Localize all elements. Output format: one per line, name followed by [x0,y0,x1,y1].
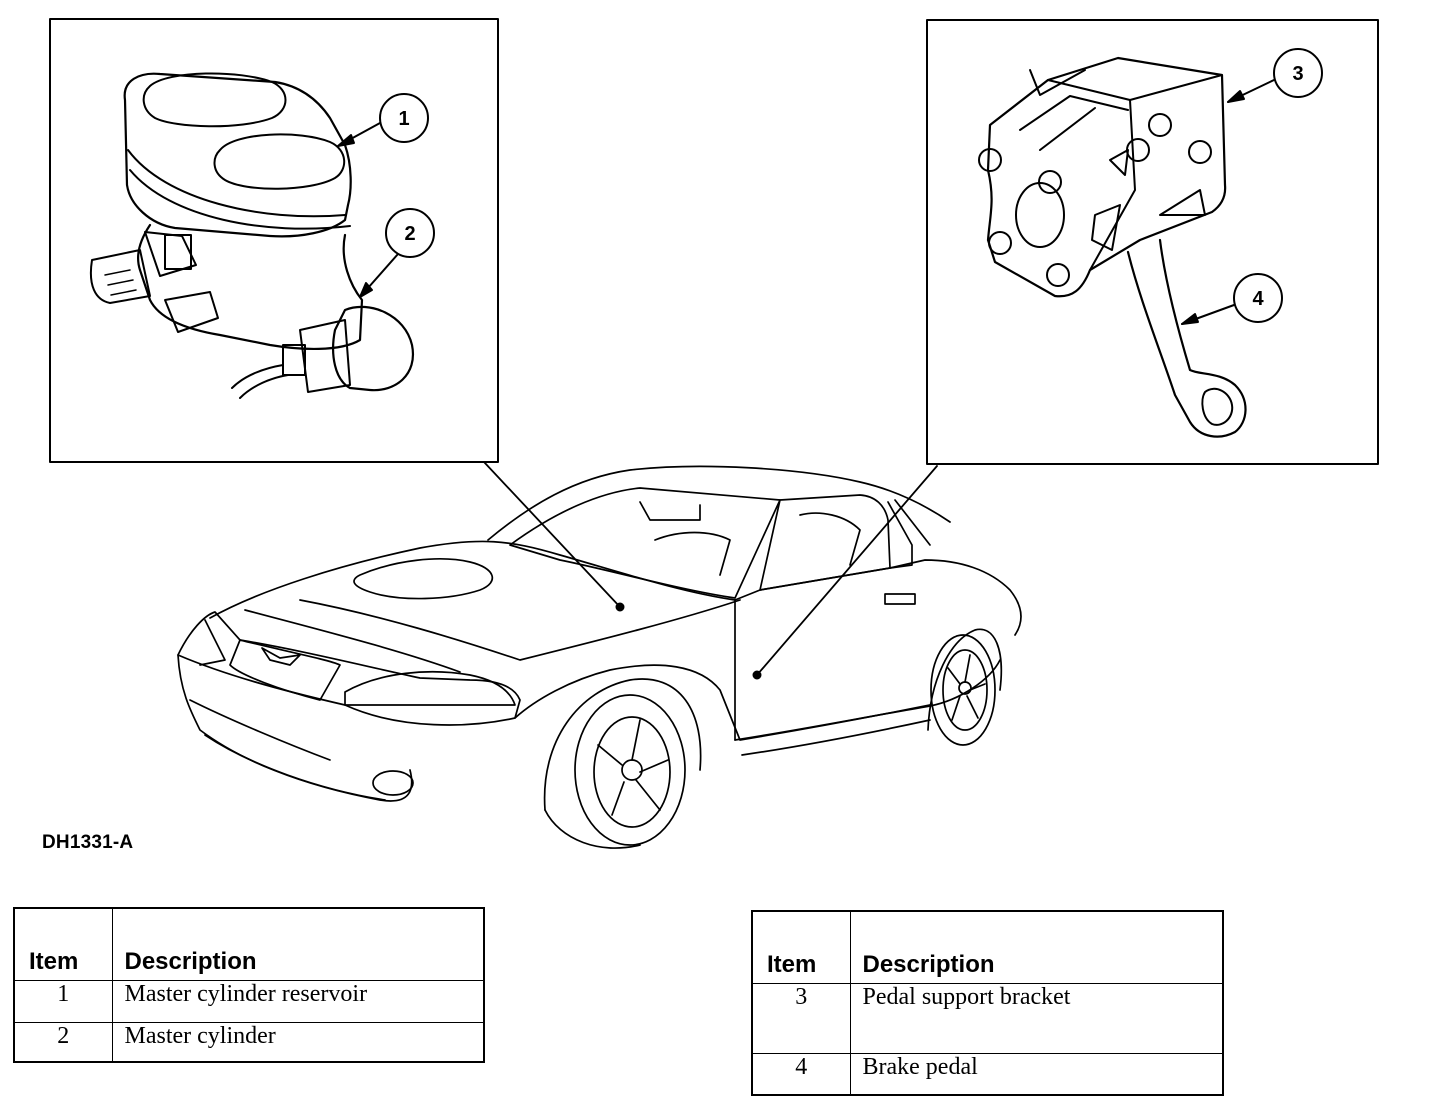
item-description: Pedal support bracket [849,982,1224,1054]
detail-box-pedal [926,19,1379,465]
figure-code: DH1331-A [42,832,134,853]
detail-box-master-cylinder [49,18,499,463]
legend-table-right: Item Description 3 Pedal support bracket… [751,910,1224,1096]
table-row: 1 Master cylinder reservoir [13,979,485,1023]
table-row: 3 Pedal support bracket [751,982,1224,1054]
table-row: 4 Brake pedal [751,1052,1224,1096]
header-description: Description [111,907,485,981]
item-description: Brake pedal [849,1052,1224,1096]
legend-table-left: Item Description 1 Master cylinder reser… [13,907,485,1063]
item-number: 4 [751,1052,851,1096]
item-number: 2 [13,1021,113,1063]
item-description: Master cylinder [111,1021,485,1063]
item-number: 3 [751,982,851,1054]
item-description: Master cylinder reservoir [111,979,485,1023]
table-row: 2 Master cylinder [13,1021,485,1063]
car-illustration [177,465,1022,849]
item-number: 1 [13,979,113,1023]
header-item: Item [751,910,851,984]
header-description: Description [849,910,1224,984]
header-item: Item [13,907,113,981]
